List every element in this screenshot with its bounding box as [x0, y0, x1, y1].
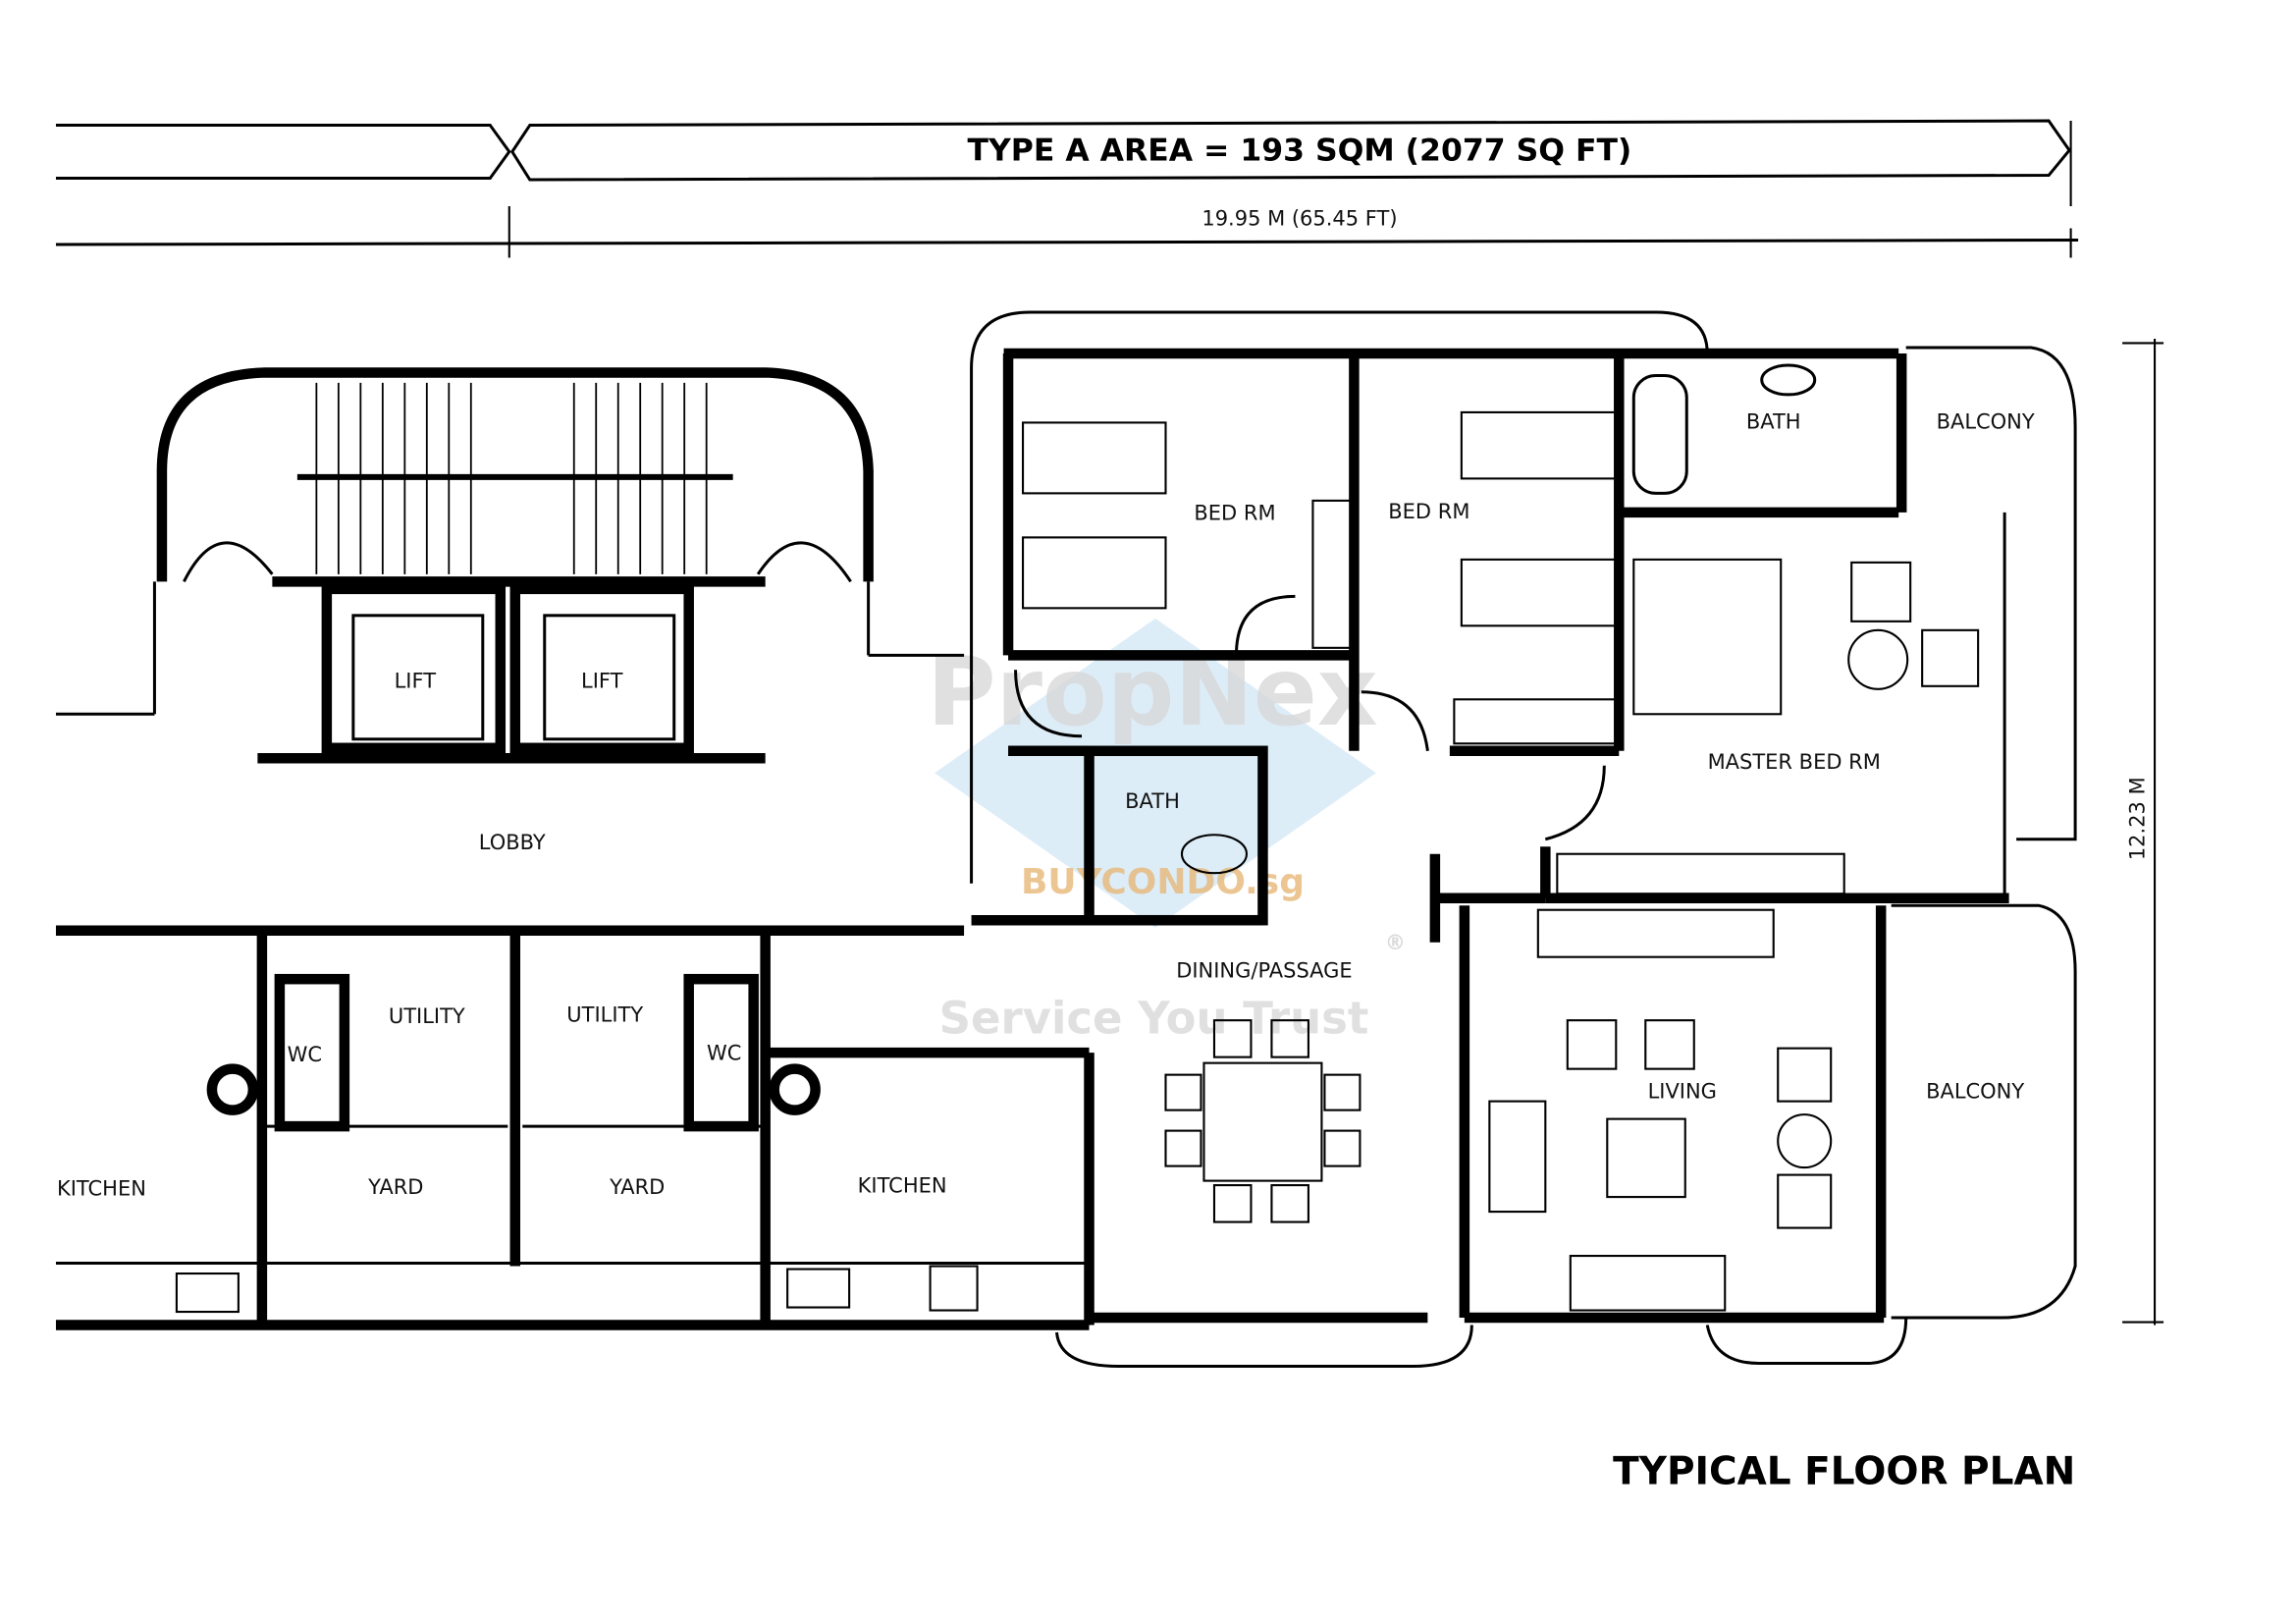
label-utility-2: UTILITY: [566, 1003, 643, 1027]
area-banner: TYPE A AREA = 193 SQM (2077 SQ FT) 19.95…: [55, 119, 2164, 1326]
area-label: TYPE A AREA = 193 SQM (2077 SQ FT): [968, 134, 1632, 169]
label-wc-2: WC: [707, 1042, 741, 1065]
label-bath-master: BATH: [1746, 409, 1801, 433]
label-bath-common: BATH: [1125, 789, 1180, 813]
watermark-site: BUYCONDO.sg: [1021, 862, 1305, 902]
label-utility-1: UTILITY: [389, 1004, 465, 1028]
label-yard-2: YARD: [609, 1175, 665, 1199]
label-bed-rm-2: BED RM: [1388, 500, 1469, 523]
width-dimension: 19.95 M (65.45 FT): [1201, 207, 1397, 231]
service-walls: [55, 930, 1095, 1330]
depth-dimension: 12.23 M: [2126, 777, 2150, 860]
label-balcony-right: BALCONY: [1926, 1080, 2024, 1104]
watermark-registered: ®: [1385, 931, 1406, 954]
room-labels: LIFT LIFT LOBBY BED RM BED RM BATH BALCO…: [57, 409, 2035, 1200]
watermark-tagline: Service You Trust: [939, 993, 1369, 1045]
label-lift-1: LIFT: [395, 669, 437, 692]
label-lobby: LOBBY: [479, 831, 546, 854]
plan-title: TYPICAL FLOOR PLAN: [1613, 1449, 2075, 1493]
furniture: [175, 410, 1980, 1314]
label-lift-2: LIFT: [581, 669, 623, 692]
label-living: LIVING: [1648, 1080, 1717, 1104]
label-dining-passage: DINING/PASSAGE: [1176, 959, 1352, 983]
label-master-bed-rm: MASTER BED RM: [1708, 750, 1881, 774]
label-kitchen-left: KITCHEN: [57, 1177, 146, 1201]
watermark: PropNex BUYCONDO.sg Service You Trust ®: [927, 618, 1406, 1045]
label-kitchen-right: KITCHEN: [858, 1174, 947, 1198]
unit-walls: [970, 310, 2077, 1369]
label-bed-rm-1: BED RM: [1194, 501, 1275, 524]
label-yard-1: YARD: [367, 1175, 423, 1199]
label-balcony-top: BALCONY: [1937, 409, 2035, 433]
label-wc-1: WC: [288, 1043, 322, 1066]
